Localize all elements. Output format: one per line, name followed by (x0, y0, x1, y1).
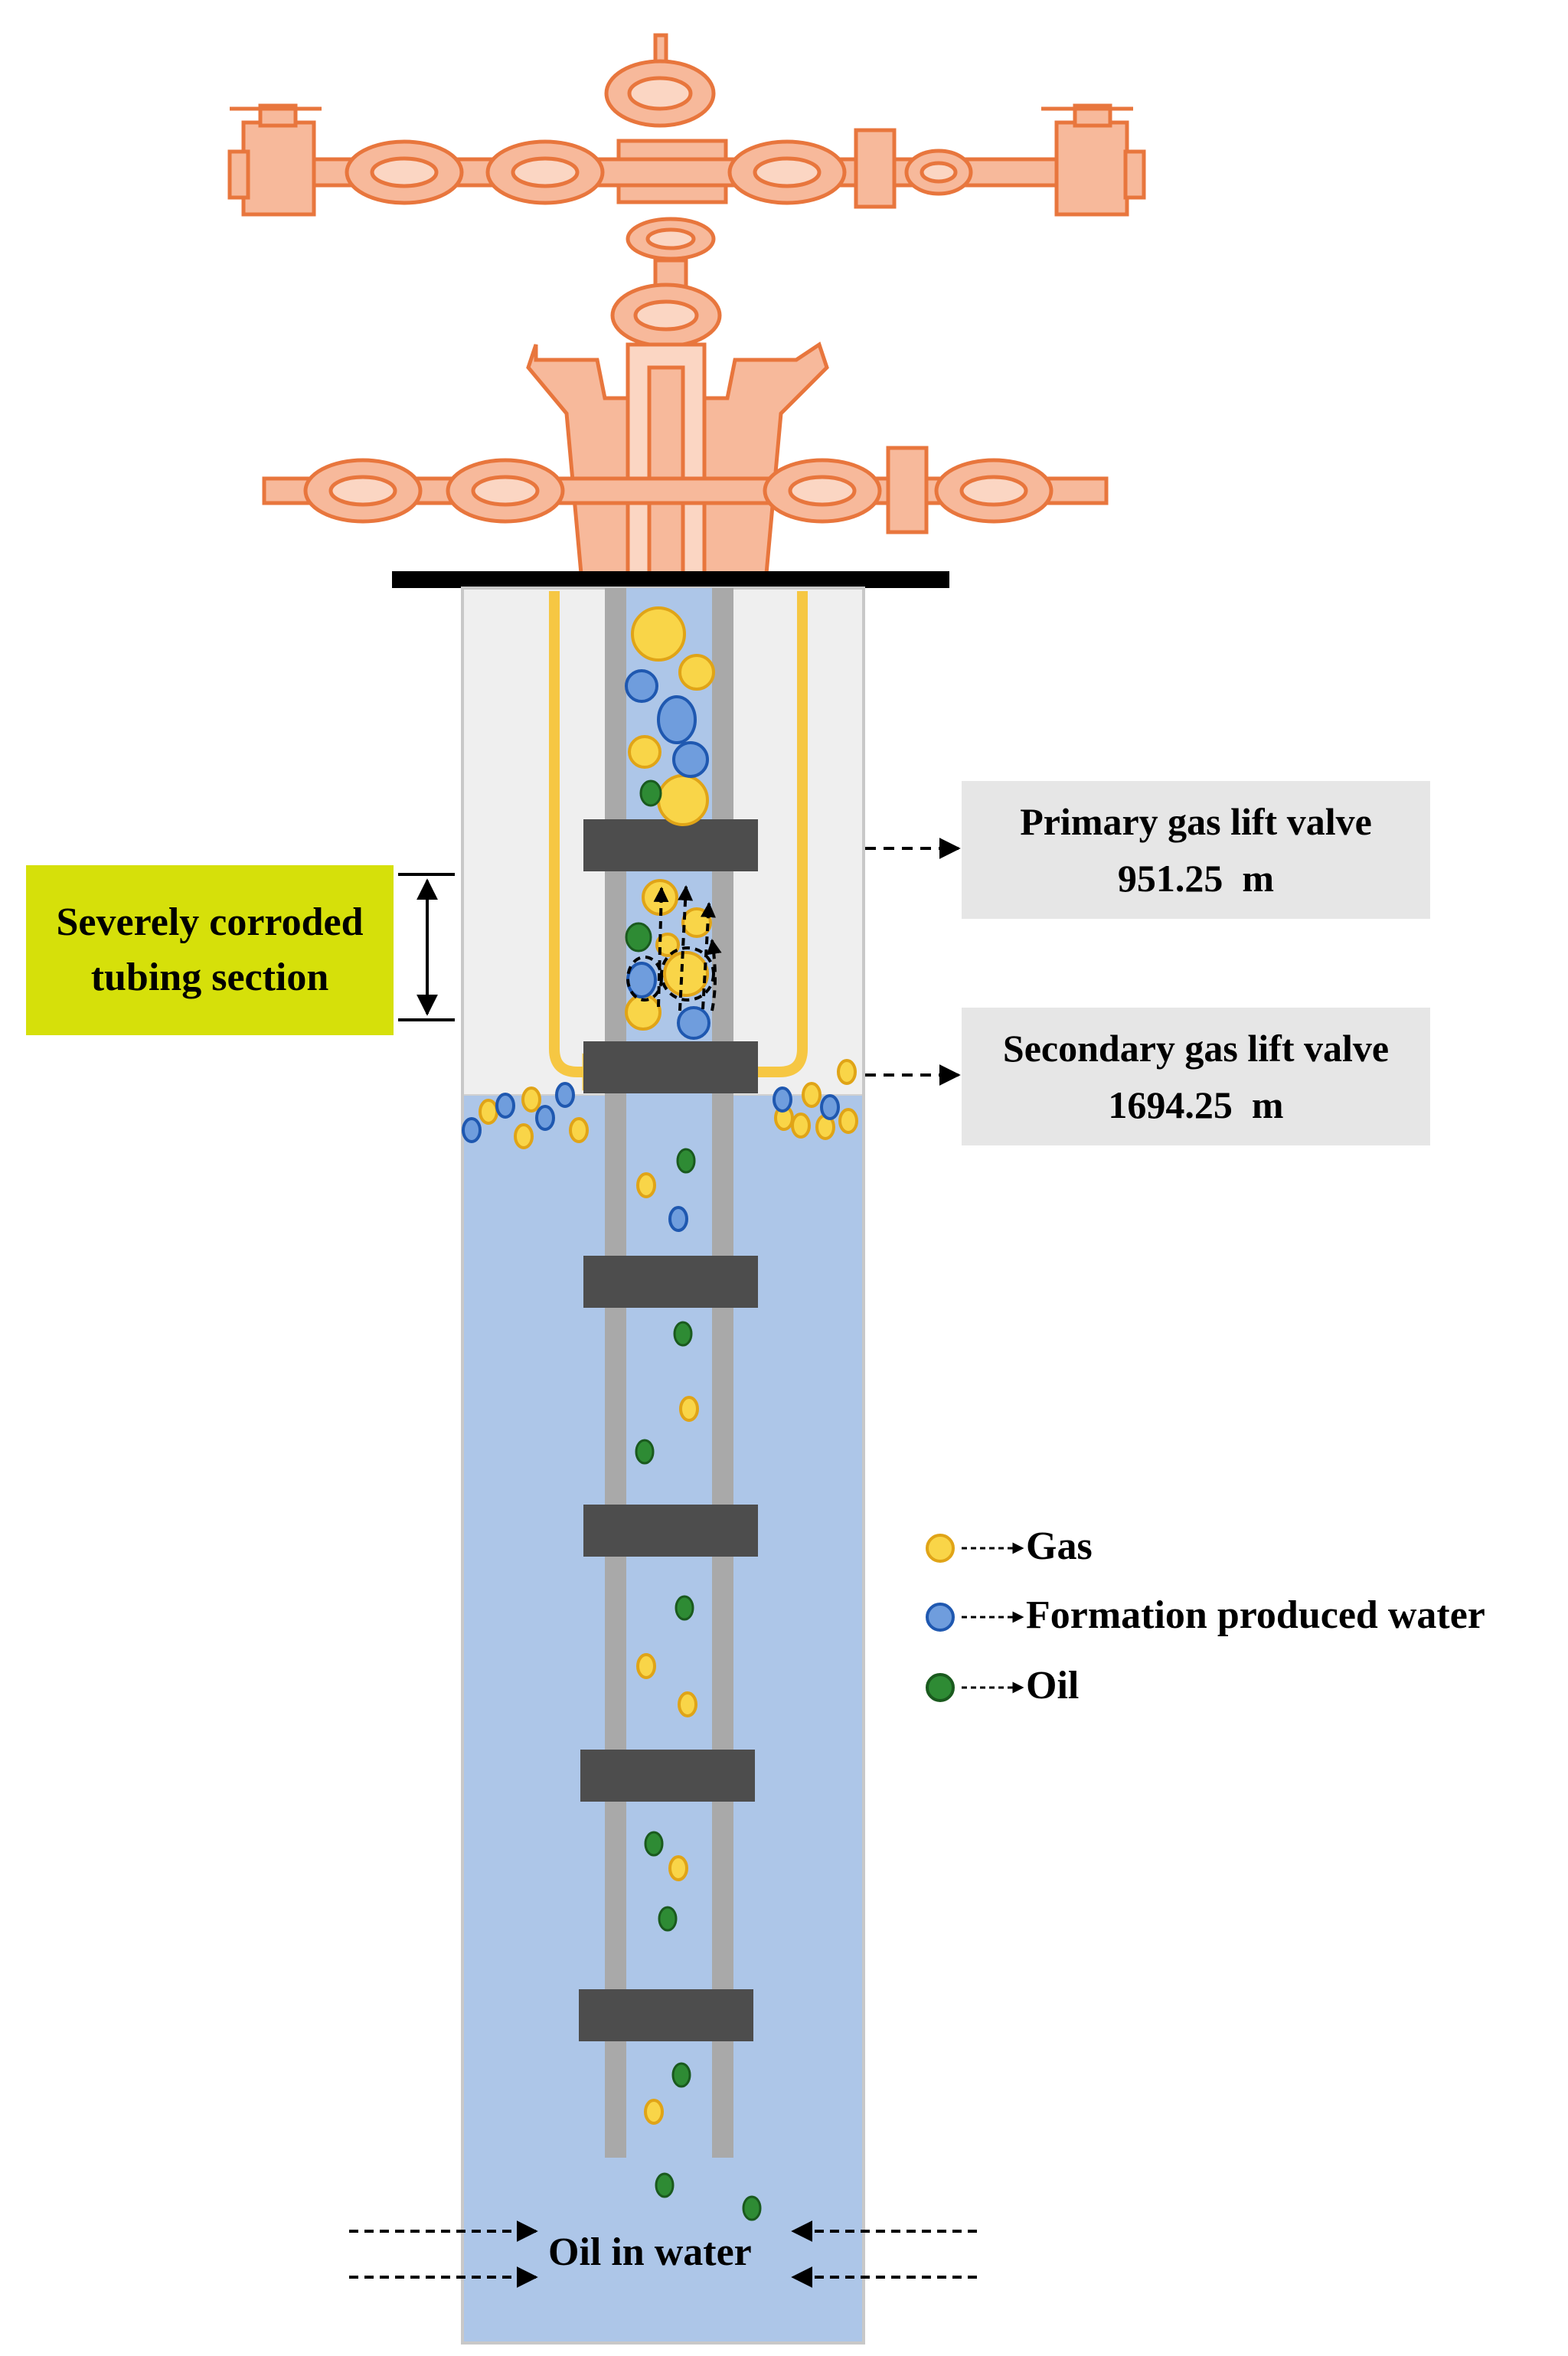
primary-gas-lift-valve (583, 819, 758, 871)
primary-valve-label: Primary gas lift valve 951.25 m (962, 781, 1430, 919)
secondary-gas-lift-valve (583, 1041, 758, 1093)
packer-3 (583, 1256, 758, 1308)
water-droplet-icon (926, 1603, 955, 1632)
gas-bubble-icon (631, 606, 686, 662)
packer-6 (579, 1989, 753, 2041)
water-droplet-icon (672, 741, 709, 778)
water-droplet-icon (625, 669, 658, 703)
oil-droplet-icon (639, 779, 662, 807)
packers (579, 819, 758, 2041)
gas-bubble-icon (628, 735, 662, 769)
label-leaders (865, 838, 961, 1086)
secondary-valve-title: Secondary gas lift valve (1002, 1027, 1390, 1070)
gas-bubbles (479, 606, 858, 2125)
gas-bubble-icon (657, 774, 709, 826)
water-droplet-icon (677, 1006, 710, 1040)
water-droplets (462, 669, 840, 1232)
packer-5 (580, 1750, 755, 1802)
water-droplet-icon (657, 695, 697, 744)
wellhead-christmas-tree-icon (227, 33, 1146, 584)
flow-arrows (626, 885, 722, 1011)
primary-valve-depth: 951.25 m (1117, 857, 1275, 900)
gas-injection-lines (549, 591, 808, 1091)
primary-valve-title: Primary gas lift valve (1020, 800, 1372, 843)
legend-water-label: Formation produced water (1026, 1593, 1485, 1637)
corroded-section-dimension (398, 873, 455, 1021)
corroded-line-1: Severely corroded (56, 900, 364, 944)
corroded-line-2: tubing section (90, 956, 329, 999)
oil-droplet-icon (625, 922, 652, 953)
inflow-arrows (349, 2220, 977, 2288)
gas-bubble-icon (655, 933, 680, 957)
oil-droplets (625, 779, 762, 2221)
legend-symbols (926, 1534, 1024, 1702)
gas-bubble-icon (678, 654, 715, 691)
gas-bubble-icon (926, 1534, 955, 1563)
packer-4 (583, 1505, 758, 1557)
gas-bubble-icon (681, 907, 712, 938)
oil-droplet-icon (926, 1673, 955, 1702)
gas-bubble-icon (663, 951, 709, 997)
oil-in-water-label: Oil in water (548, 2230, 752, 2274)
legend-gas-label: Gas (1026, 1524, 1093, 1568)
well-bore (461, 587, 865, 2345)
legend-oil-label: Oil (1026, 1664, 1080, 1707)
casing-head-plate (392, 571, 949, 588)
corroded-section-label: Severely corroded tubing section (26, 865, 394, 1035)
secondary-valve-label: Secondary gas lift valve 1694.25 m (962, 1008, 1430, 1145)
secondary-valve-depth: 1694.25 m (1108, 1083, 1284, 1126)
